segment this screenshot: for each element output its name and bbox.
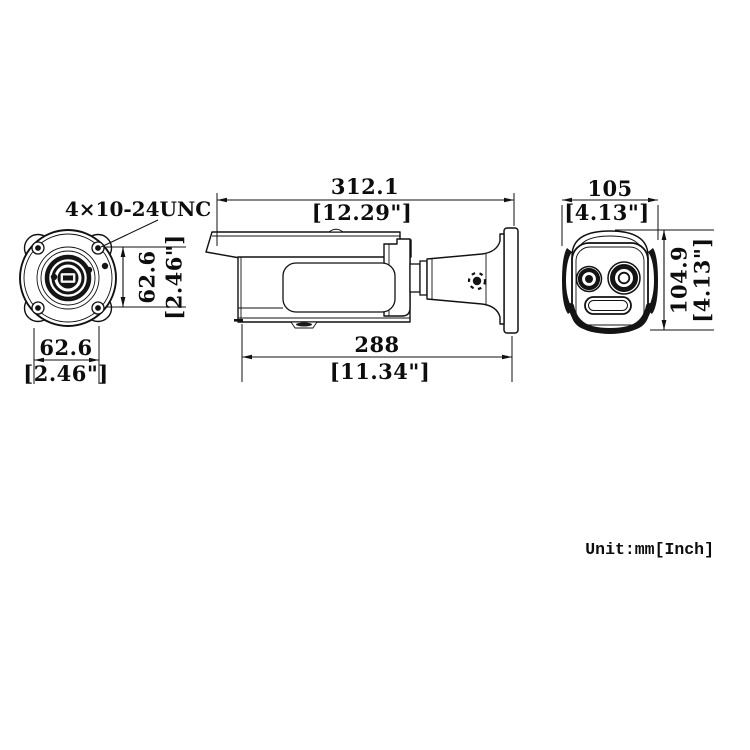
- sunshield-rail: [647, 248, 658, 314]
- cable-gland-slot: [296, 322, 312, 327]
- unit-note: Unit:mm[Inch]: [585, 540, 714, 559]
- clamp-screw-icon: [50, 273, 58, 281]
- side-view: 312.1 [12.29"] 288 [11.34"]: [205, 174, 519, 384]
- dimension-arrow: [661, 230, 667, 240]
- front-height-inch-label: [2.46"]: [162, 234, 187, 319]
- overall-length-dimension: 312.1 [12.29"]: [216, 174, 515, 246]
- dimension-arrow: [661, 320, 667, 330]
- thermal-lens-icon: [575, 265, 603, 293]
- face-height-inch-label: [4.13"]: [690, 237, 715, 322]
- dimension-arrow: [120, 297, 126, 307]
- wall-mount-plate: [503, 227, 519, 334]
- lens-ring-icon: [44, 254, 92, 302]
- dimension-arrow: [34, 357, 44, 363]
- screw-hole-icon: [91, 241, 105, 255]
- bottom-slot: [234, 319, 243, 322]
- dimension-arrow: [242, 354, 252, 360]
- illuminator-window: [584, 296, 632, 315]
- dimension-arrow: [504, 197, 514, 203]
- front-width-inch-label: [2.46"]: [23, 361, 108, 386]
- chin-band: [568, 303, 652, 334]
- optical-lens-icon: [607, 261, 641, 295]
- dimension-arrow: [502, 354, 512, 360]
- screw-hole-icon: [31, 301, 45, 315]
- sunshield: [205, 231, 412, 259]
- dimension-arrow: [562, 197, 572, 203]
- front-height-mm-label: 62.6: [135, 250, 160, 303]
- camera-base-inner-ring: [23, 233, 113, 323]
- thread-spec-label: 4×10-24UNC: [65, 197, 211, 221]
- sunshield-screw-icon: [328, 228, 344, 233]
- bezel-ring: [36, 246, 100, 310]
- thread-leader-line: [100, 219, 159, 248]
- front-width-mm-label: 62.6: [39, 335, 92, 360]
- side-panel: [282, 262, 396, 313]
- body-length-mm-label: 288: [354, 332, 399, 357]
- face-width-dimension: 105 [4.13"]: [561, 176, 659, 246]
- clamp-screw-icon: [85, 266, 93, 274]
- hinge-neck: [409, 263, 421, 293]
- body-length-dimension: 288 [11.34"]: [241, 324, 513, 384]
- face-height-dimension: 104.9 [4.13"]: [615, 229, 715, 331]
- face-width-mm-label: 105: [587, 176, 632, 201]
- dimension-arrow: [89, 357, 99, 363]
- front-height-dimension: 62.6 [2.46"]: [106, 234, 187, 320]
- dimension-arrow: [648, 197, 658, 203]
- screw-hole-icon: [31, 241, 45, 255]
- sunshield-rail: [562, 248, 573, 314]
- connector-slot: [63, 275, 73, 281]
- mount-bracket-arm: [426, 233, 505, 325]
- side-screw-icon: [101, 262, 109, 270]
- dimension-arrow: [120, 247, 126, 257]
- face-width-inch-label: [4.13"]: [564, 200, 649, 225]
- bezel-ring: [40, 250, 96, 306]
- face-view: 105 [4.13"] 104.9 [4.13"]: [561, 176, 715, 334]
- screw-hole-icon: [91, 301, 105, 315]
- overall-length-inch-label: [12.29"]: [312, 200, 413, 225]
- front-view: 4×10-24UNC 62.6 [2.46"] 62.6 [2.46"]: [19, 197, 211, 386]
- face-height-mm-label: 104.9: [667, 246, 692, 314]
- dimension-arrow: [217, 197, 227, 203]
- overall-length-mm-label: 312.1: [331, 174, 399, 199]
- rotation-lock-icon: [467, 271, 487, 291]
- body-length-inch-label: [11.34"]: [330, 359, 431, 384]
- hinge-collar: [419, 260, 428, 296]
- front-width-dimension: 62.6 [2.46"]: [23, 326, 108, 386]
